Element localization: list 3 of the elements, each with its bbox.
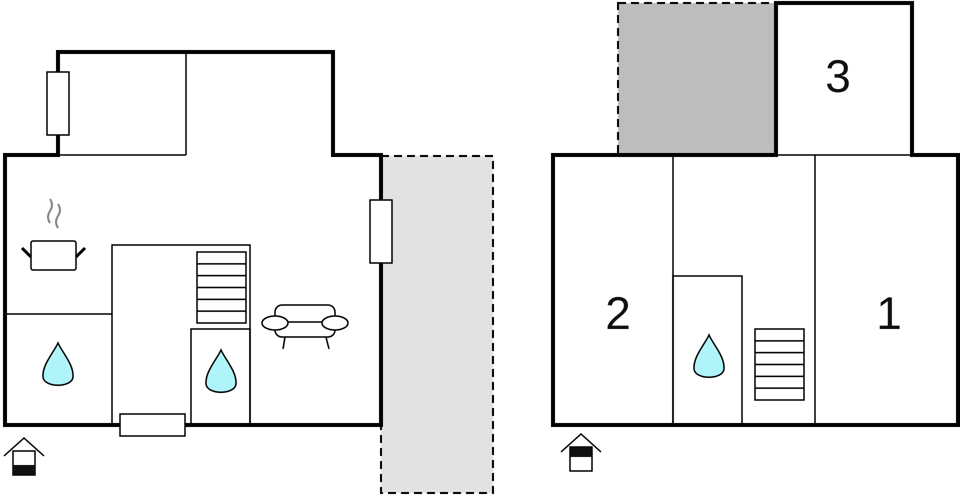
room-number: 2	[605, 290, 631, 336]
room-number: 3	[825, 53, 851, 99]
room-number: 1	[876, 290, 902, 336]
